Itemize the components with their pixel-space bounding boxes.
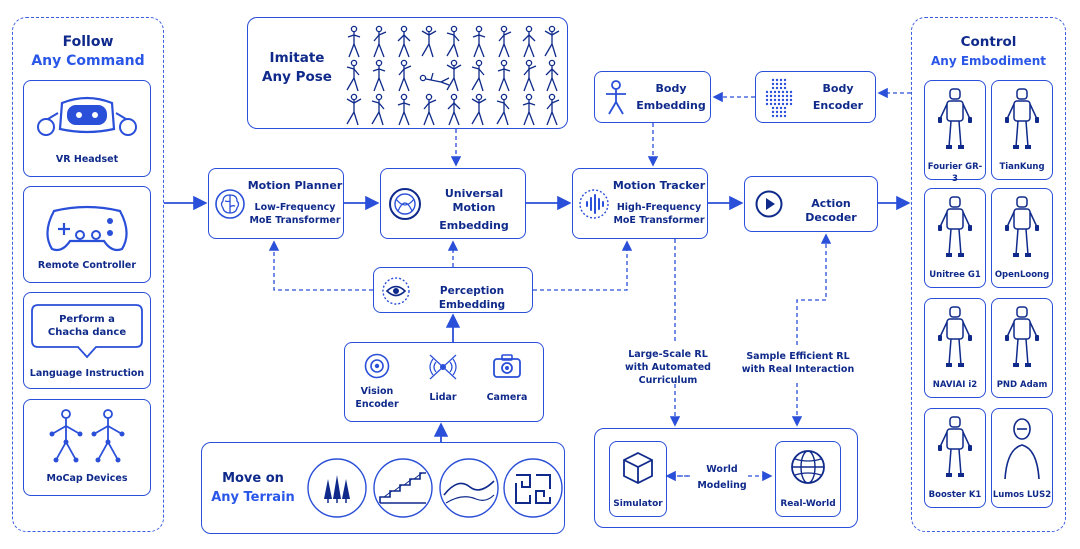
robot-label: Unitree G1 [929, 270, 981, 280]
lidar-sensor: Lidar [417, 351, 469, 421]
humanoid-robot-icon [1005, 196, 1039, 257]
globe-icon [791, 450, 825, 484]
robot-card: NAVIAI i2 [924, 298, 986, 398]
right-panel-title: Control Any Embodiment [931, 34, 1046, 68]
vision-icon [364, 353, 390, 379]
terrain-title: Move on Any Terrain [211, 471, 295, 505]
simulator-label: Simulator [613, 499, 663, 509]
mocap-figures-icon [49, 409, 125, 463]
world-modeling-box: Simulator World Modeling Real-World [594, 428, 858, 528]
speech-bubble-icon [31, 304, 143, 359]
maze-icon [503, 458, 563, 518]
humanoid-robot-icon [1004, 418, 1040, 480]
robot-label: PND Adam [996, 380, 1048, 390]
cube-icon [623, 451, 653, 485]
robot-label: Fourier GR-3 [927, 162, 983, 184]
robot-card: Unitree G1 [924, 188, 986, 288]
waveform-icon [579, 189, 609, 219]
left-panel [12, 17, 164, 532]
perception-embedding-box: Perception Embedding [373, 267, 533, 313]
sensors-box: Vision Encoder Lidar [344, 342, 544, 422]
body-encoder-box: Body Encoder [755, 71, 876, 123]
stick-figure-icon [606, 80, 626, 115]
body-encoder-title: Body Encoder [812, 82, 864, 112]
robot-card: TianKung [991, 80, 1053, 180]
remote-controller-card: Remote Controller [23, 186, 151, 283]
universal-motion-embedding-title: Universal Motion Embedding [439, 187, 509, 232]
play-icon [755, 190, 783, 218]
world-modeling-label: World Modeling [697, 464, 747, 491]
motion-tracker-sub: High-Frequency MoE Transformer [613, 202, 705, 226]
robot-card: OpenLoong [991, 188, 1053, 288]
imitate-pose-box: Imitate Any Pose [247, 17, 568, 129]
motion-tracker-title: Motion Tracker [612, 179, 706, 192]
terrain-box: Move on Any Terrain [201, 442, 565, 534]
gamepad-icon [46, 205, 128, 252]
motion-planner-sub: Low-Frequency MoE Transformer [249, 202, 341, 226]
universal-motion-embedding-box: Universal Motion Embedding [380, 168, 526, 239]
right-panel [911, 17, 1066, 532]
humanoid-robot-icon [938, 196, 972, 257]
body-embedding-title: Body Embedding [636, 82, 706, 112]
motion-planner-box: Motion Planner Low-Frequency MoE Transfo… [208, 168, 344, 239]
vr-headset-icon [37, 96, 137, 136]
robot-label: Lumos LUS2 [992, 490, 1052, 500]
mocap-devices-card: MoCap Devices [23, 399, 151, 496]
bubble-text: Perform a Chacha dance [47, 314, 127, 338]
robot-label: Booster K1 [928, 490, 982, 500]
language-instruction-label: Language Instruction [29, 368, 145, 379]
real-world-label: Real-World [780, 499, 836, 509]
motion-tracker-box: Motion Tracker High-Frequency MoE Transf… [572, 168, 708, 239]
left-panel-title: Follow Any Command [31, 34, 145, 69]
motion-planner-title: Motion Planner [247, 179, 343, 192]
lidar-icon [429, 354, 457, 380]
trees-icon [307, 458, 367, 518]
hills-icon [439, 458, 499, 518]
humanoid-robot-icon [938, 416, 972, 477]
embedding-sphere-icon [389, 188, 421, 220]
stairs-icon [373, 458, 433, 518]
humanoid-robot-icon [1005, 306, 1039, 367]
brain-icon [215, 189, 245, 219]
eye-icon [382, 277, 410, 305]
simulator-card: Simulator [609, 441, 667, 517]
dotted-robot-icon [765, 78, 793, 118]
robot-card: PND Adam [991, 298, 1053, 398]
remote-controller-label: Remote Controller [37, 260, 137, 271]
vr-headset-label: VR Headset [55, 154, 119, 165]
sample-efficient-rl-label: Sample Efficient RL with Real Interactio… [741, 351, 855, 375]
mocap-devices-label: MoCap Devices [46, 473, 128, 484]
perception-embedding-title: Perception Embedding [438, 285, 506, 311]
action-decoder-title: Action Decoder [805, 197, 857, 224]
pose-figures-icon [346, 25, 560, 126]
robot-label: NAVIAI i2 [932, 380, 978, 390]
vision-encoder-sensor: Vision Encoder [351, 351, 403, 421]
robot-card: Lumos LUS2 [991, 408, 1053, 508]
imitate-pose-title: Imitate Any Pose [262, 50, 332, 85]
humanoid-robot-icon [938, 306, 972, 367]
language-instruction-card: Perform a Chacha dance Language Instruct… [23, 292, 151, 389]
humanoid-robot-icon [938, 88, 972, 149]
action-decoder-box: Action Decoder [744, 176, 878, 232]
large-scale-rl-label: Large-Scale RL with Automated Curriculum [625, 349, 711, 386]
body-embedding-box: Body Embedding [594, 71, 711, 123]
robot-label: TianKung [999, 162, 1045, 172]
robot-card: Fourier GR-3 [924, 80, 986, 184]
humanoid-robot-icon [1005, 88, 1039, 149]
robot-label: OpenLoong [994, 270, 1050, 280]
camera-icon [493, 354, 521, 378]
camera-sensor: Camera [481, 351, 533, 421]
robot-card: Booster K1 [924, 408, 986, 508]
vr-headset-card: VR Headset [23, 80, 151, 177]
real-world-card: Real-World [775, 441, 841, 517]
